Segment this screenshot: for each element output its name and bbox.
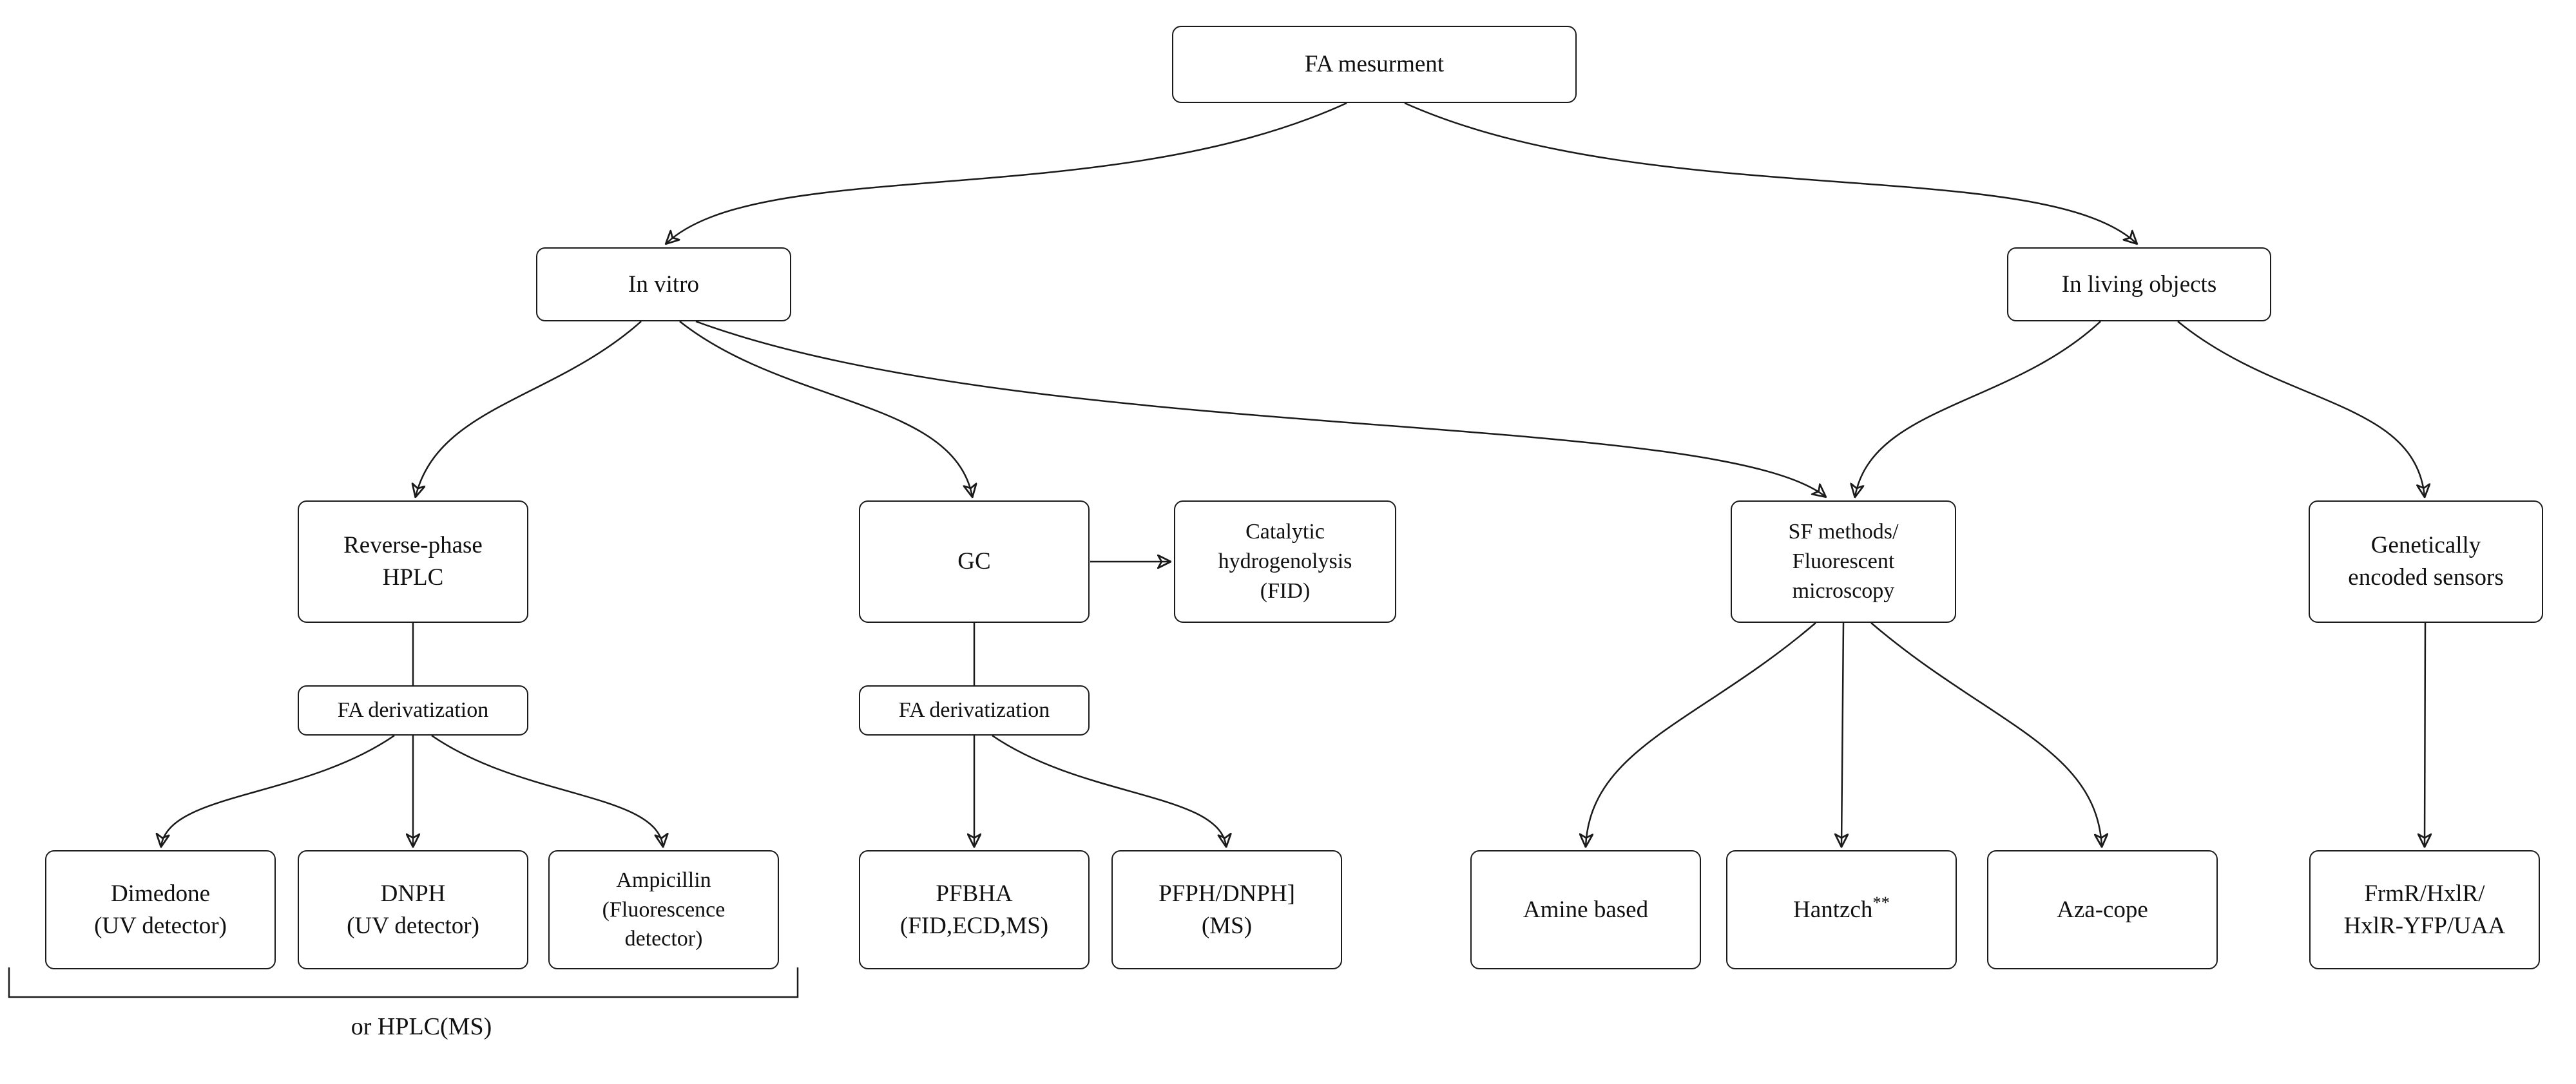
edge-invitro-to-hplc (416, 321, 642, 497)
node-fa-derivatization-gc: FA derivatization (859, 685, 1090, 736)
edge-deriv-to-pfph (992, 734, 1226, 846)
node-hantzch: Hantzch** (1726, 850, 1957, 969)
node-in-vitro: In vitro (536, 247, 791, 321)
edge-sf-to-amine (1586, 622, 1816, 846)
edge-fa-to-invitro (666, 102, 1347, 243)
node-pfph-dnph: PFPH/DNPH] (MS) (1111, 850, 1342, 969)
node-reverse-phase-hplc: Reverse-phase HPLC (298, 500, 528, 623)
edge-sf-to-hantzch (1841, 622, 1843, 846)
node-ampicillin: Ampicillin (Fluorescence detector) (548, 850, 779, 969)
node-in-living-objects: In living objects (2007, 247, 2271, 321)
node-dnph: DNPH (UV detector) (298, 850, 528, 969)
node-catalytic-hydrogenolysis: Catalytic hydrogenolysis (FID) (1174, 500, 1396, 623)
edge-sf-to-azacope (1870, 622, 2102, 846)
node-dimedone: Dimedone (UV detector) (45, 850, 276, 969)
or-hplc-ms-label: or HPLC(MS) (351, 1013, 492, 1040)
node-fa-measurement: FA mesurment (1172, 26, 1577, 103)
edge-living-to-gen (2177, 321, 2425, 497)
edge-fa-to-living (1404, 102, 2137, 243)
node-pfbha: PFBHA (FID,ECD,MS) (859, 850, 1090, 969)
edge-deriv-to-dimedone (161, 734, 395, 846)
node-frmr-hxlr: FrmR/HxlR/ HxlR-YFP/UAA (2309, 850, 2540, 969)
edge-living-to-sf (1855, 321, 2101, 497)
node-amine-based: Amine based (1470, 850, 1701, 969)
hplc-ms-bracket (8, 967, 799, 998)
hantzch-label: Hantzch (1793, 896, 1873, 923)
edge-invitro-to-gc (679, 321, 972, 497)
node-aza-cope: Aza-cope (1987, 850, 2218, 969)
node-gc: GC (859, 500, 1090, 623)
edge-deriv-to-ampicillin (431, 734, 663, 846)
node-sf-methods: SF methods/ Fluorescent microscopy (1731, 500, 1956, 623)
node-genetically-encoded-sensors: Genetically encoded sensors (2309, 500, 2543, 623)
edge-invitro-to-sf (695, 320, 1825, 497)
node-fa-derivatization-hplc: FA derivatization (298, 685, 528, 736)
